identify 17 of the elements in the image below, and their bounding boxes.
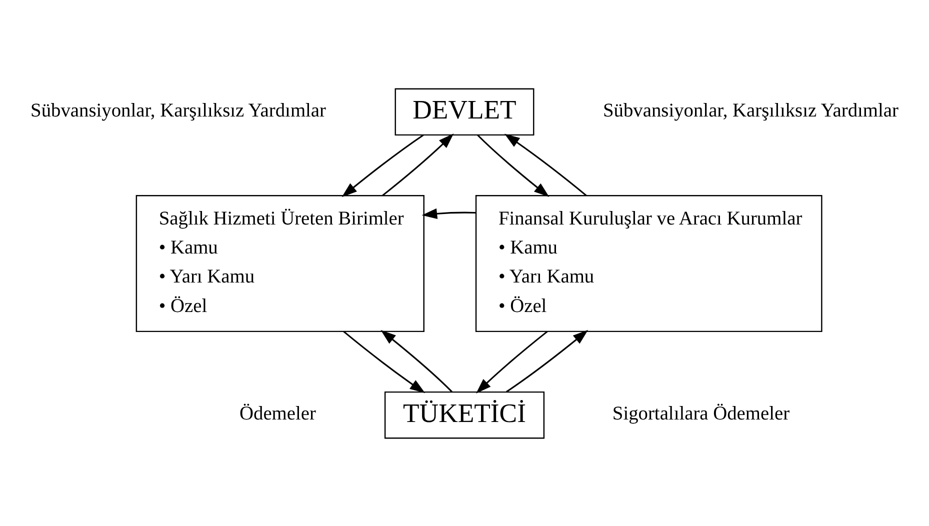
label: Sübvansiyonlar, Karşılıksız Yardımlar xyxy=(30,100,326,122)
arrow xyxy=(382,132,454,196)
arrow xyxy=(343,330,426,393)
label: Sigortalılara Ödemeler xyxy=(612,403,790,424)
node-box: Sağlık Hizmeti Üreten Birimler • Kamu • Yarı Kamu • Özel xyxy=(136,194,424,332)
arrow xyxy=(422,208,476,218)
node-box: TÜKETİCİ xyxy=(384,390,545,438)
arrow xyxy=(504,133,587,196)
label: Sübvansiyonlar, Karşılıksız Yardımlar xyxy=(603,100,898,122)
node-box: Finansal Kuruluşlar ve Aracı Kurumlar • Kamu • Yarı Kamu • Özel xyxy=(475,194,822,332)
arrow xyxy=(477,134,550,197)
arrow xyxy=(380,329,452,392)
node-box: DEVLET xyxy=(394,88,534,136)
label: Ödemeler xyxy=(239,403,316,424)
arrow xyxy=(506,329,588,392)
arrow xyxy=(476,330,548,393)
arrow xyxy=(342,134,424,197)
